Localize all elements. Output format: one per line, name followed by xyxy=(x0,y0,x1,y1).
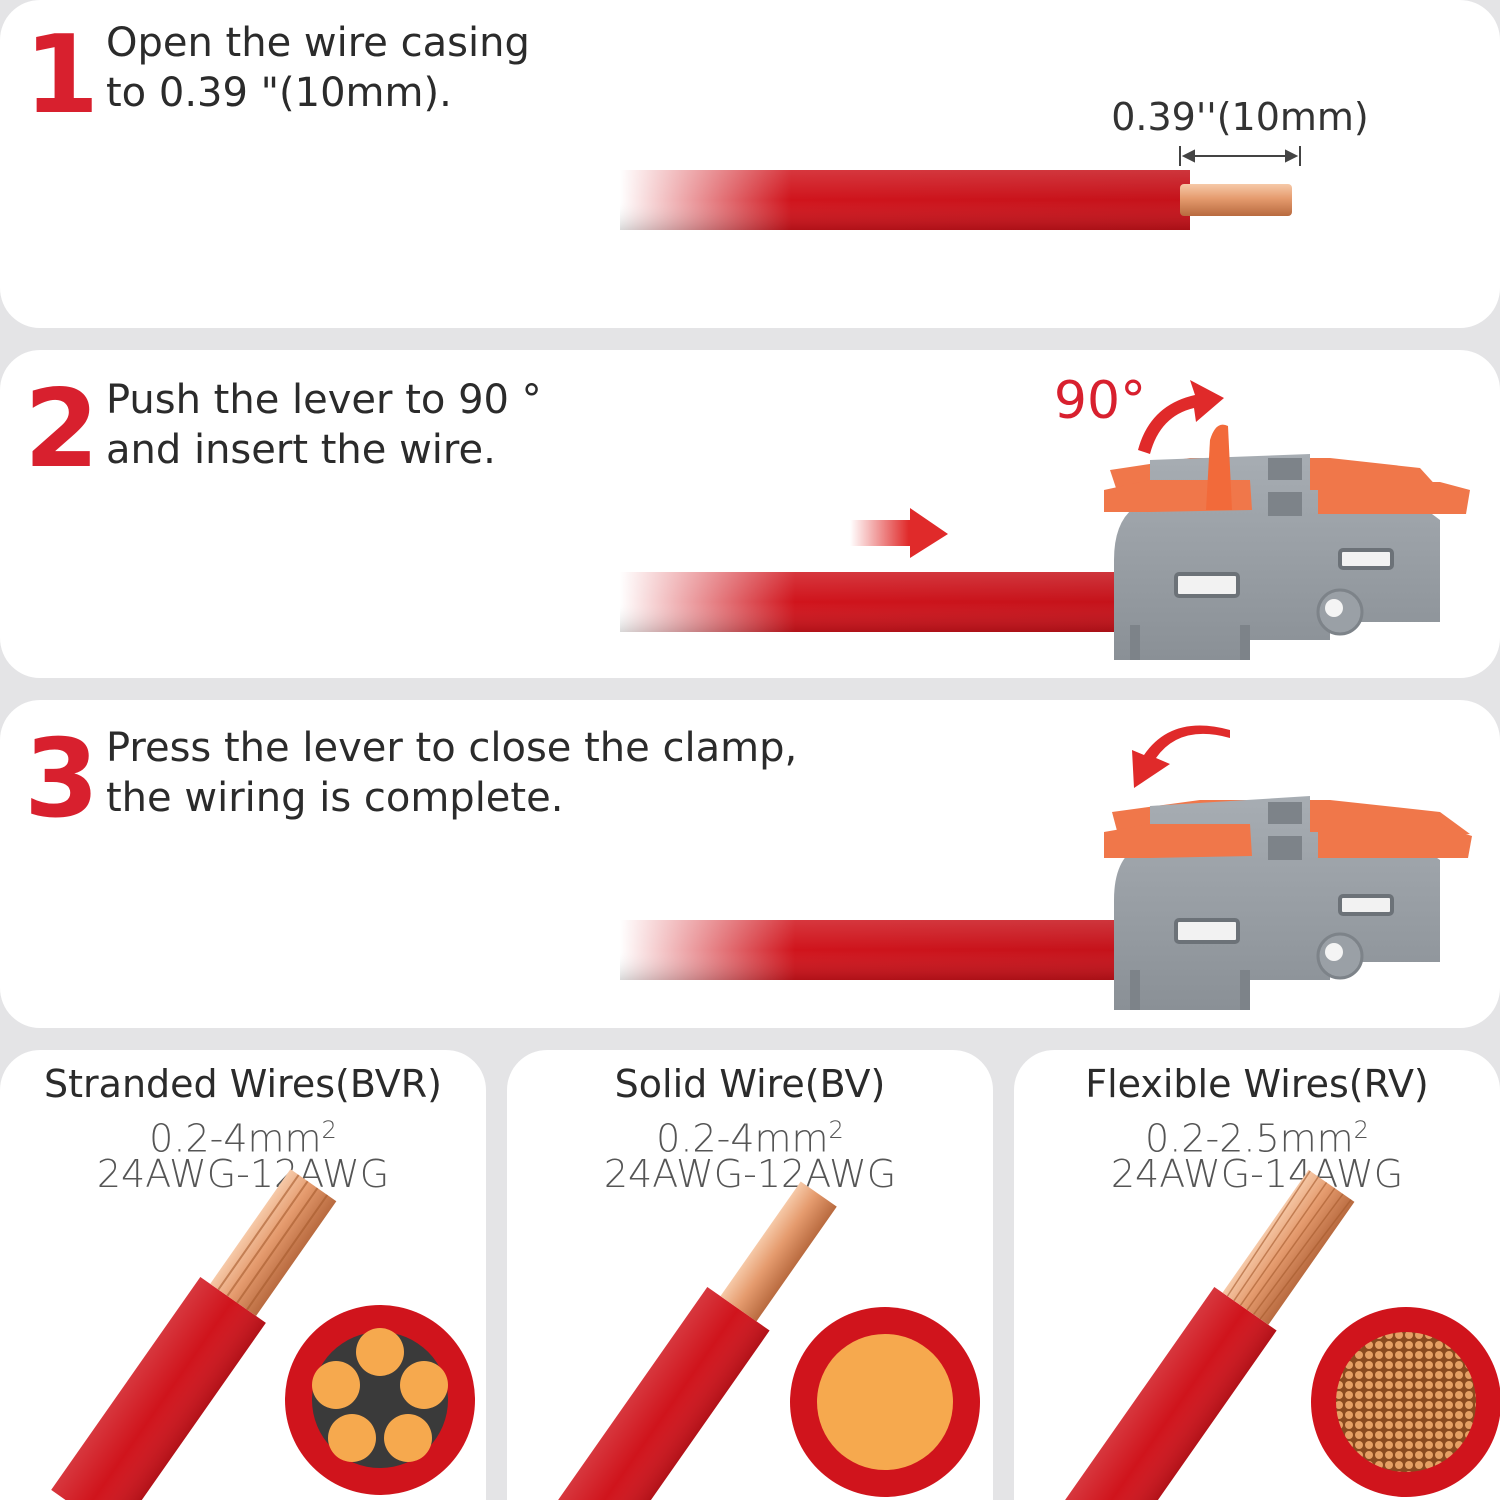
step-3-panel: 3 Press the lever to close the clamp, th… xyxy=(0,700,1500,1028)
wire-cross-section-range: 0.2-4mm2 xyxy=(149,1116,337,1161)
wire-type-card-stranded: Stranded Wires(BVR) 0.2-4mm2 24AWG-12AWG xyxy=(0,1050,486,1500)
stripped-wire-illustration: 0.39''(10mm) xyxy=(620,95,1369,230)
step-3-line-2: the wiring is complete. xyxy=(106,775,564,821)
wire-cross-section-icon xyxy=(790,1307,980,1497)
step-1-line-2: to 0.39 "(10mm). xyxy=(106,70,452,116)
connector-icon xyxy=(1104,424,1470,660)
wire-type-card-solid: Solid Wire(BV) 0.2-4mm2 24AWG-12AWG xyxy=(507,1050,993,1500)
curved-arrow-icon xyxy=(1132,725,1230,788)
step-2-line-2: and insert the wire. xyxy=(106,427,496,473)
solid-wire-illustration xyxy=(558,1181,980,1500)
wire-type-title: Stranded Wires(BVR) xyxy=(44,1062,442,1106)
wire-awg-range: 24AWG-14AWG xyxy=(1110,1152,1404,1196)
wire-cross-section-icon xyxy=(1311,1307,1500,1497)
step-3-number: 3 xyxy=(24,717,100,842)
dimension-arrow-icon xyxy=(1179,146,1301,166)
step-3-line-1: Press the lever to close the clamp, xyxy=(106,725,798,771)
wire-type-card-flexible: Flexible Wires(RV) 0.2-2.5mm2 24AWG-14AW… xyxy=(1014,1050,1500,1500)
insert-wire-illustration: 90° xyxy=(620,371,1470,660)
angle-label: 90° xyxy=(1054,371,1146,431)
step-1-instruction: Open the wire casing to 0.39 "(10mm). xyxy=(106,18,530,118)
stranded-wire-illustration xyxy=(51,1169,475,1500)
step-2-line-1: Push the lever to 90 ° xyxy=(106,377,542,423)
measurement-label: 0.39''(10mm) xyxy=(1111,95,1369,139)
step-3-instruction: Press the lever to close the clamp, the … xyxy=(106,723,797,823)
wire-type-title: Solid Wire(BV) xyxy=(614,1062,886,1106)
clamp-closed-illustration xyxy=(620,725,1472,1010)
wire-awg-range: 24AWG-12AWG xyxy=(603,1152,897,1196)
step-2-number: 2 xyxy=(24,367,100,492)
step-1-number: 1 xyxy=(24,13,100,138)
connector-icon xyxy=(1104,796,1472,1010)
step-1-panel: 1 Open the wire casing to 0.39 "(10mm). xyxy=(0,0,1500,328)
curved-arrow-icon xyxy=(1138,380,1224,454)
wire-awg-range: 24AWG-12AWG xyxy=(96,1152,390,1196)
insert-arrow-icon xyxy=(850,508,948,558)
step-2-panel: 2 Push the lever to 90 ° and insert the … xyxy=(0,350,1500,678)
step-2-instruction: Push the lever to 90 ° and insert the wi… xyxy=(106,375,542,475)
flexible-wire-illustration xyxy=(1065,1169,1500,1500)
wire-cross-section-range: 0.2-4mm2 xyxy=(656,1116,844,1161)
wire-cross-section-icon xyxy=(285,1305,475,1495)
copper-conductor xyxy=(1180,184,1292,216)
wire-cross-section-range: 0.2-2.5mm2 xyxy=(1145,1116,1369,1161)
wire-type-title: Flexible Wires(RV) xyxy=(1085,1062,1429,1106)
step-1-line-1: Open the wire casing xyxy=(106,20,530,66)
